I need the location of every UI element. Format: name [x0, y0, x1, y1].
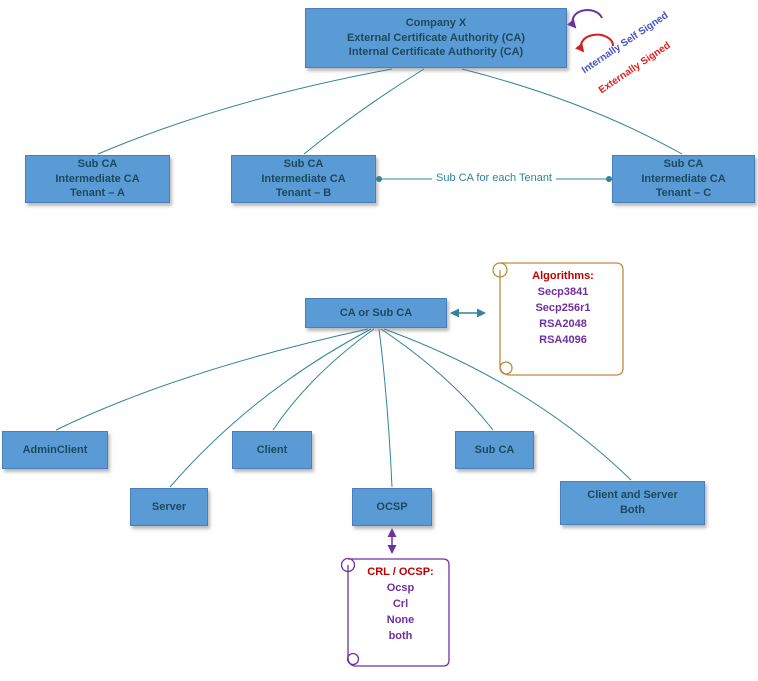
crl-ocsp-title: CRL / OCSP: — [367, 566, 434, 578]
tenant-connector-label: Sub CA for each Tenant — [432, 172, 556, 184]
tenant-b-box: Sub CA Intermediate CA Tenant – B — [231, 155, 376, 203]
ocsp-label: OCSP — [376, 500, 408, 513]
algorithm-item: RSA2048 — [539, 318, 587, 330]
ocsp-box: OCSP — [352, 488, 432, 526]
tenant-c-line-2: Intermediate CA — [641, 172, 726, 185]
root-ca-line-2: External Certificate Authority (CA) — [346, 31, 526, 44]
crl-item: None — [386, 614, 415, 626]
scroll-shape-icon — [340, 557, 450, 667]
algorithm-item: RSA4096 — [539, 334, 587, 346]
client-and-server-both-box: Client and Server Both — [560, 481, 705, 525]
client-label: Client — [256, 443, 288, 456]
both-line-1: Client and Server — [587, 489, 678, 502]
ca-or-subca-box: CA or Sub CA — [305, 298, 447, 328]
ca-or-subca-label: CA or Sub CA — [339, 306, 413, 319]
algorithm-item: Secp256r1 — [535, 302, 591, 314]
externally-signed-loop-arrow — [575, 33, 615, 53]
client-box: Client — [232, 431, 312, 469]
self-signed-loops — [566, 9, 615, 53]
algorithms-scroll: Algorithms: Secp3841 Secp256r1 RSA2048 R… — [487, 258, 629, 380]
crl-item: Crl — [392, 598, 409, 610]
internally-self-signed-loop-arrow — [566, 9, 603, 29]
tenant-b-line-3: Tenant – B — [275, 187, 332, 200]
subca-label: Sub CA — [474, 443, 515, 456]
root-ca-line-1: Company X — [405, 16, 467, 29]
both-line-2: Both — [619, 504, 646, 516]
tenant-a-line-1: Sub CA — [77, 157, 118, 170]
tenant-c-box: Sub CA Intermediate CA Tenant – C — [612, 155, 755, 203]
tenant-c-line-1: Sub CA — [663, 157, 704, 170]
server-box: Server — [130, 488, 208, 526]
adminclient-box: AdminClient — [2, 431, 108, 469]
subca-box: Sub CA — [455, 431, 534, 469]
tenant-a-box: Sub CA Intermediate CA Tenant – A — [25, 155, 170, 203]
root-to-tenant-connectors — [97, 68, 683, 155]
tenant-c-line-3: Tenant – C — [655, 187, 712, 200]
crl-item: both — [388, 630, 413, 642]
root-ca-line-3: Internal Certificate Authority (CA) — [348, 46, 524, 59]
algorithms-title: Algorithms: — [532, 270, 594, 282]
adminclient-label: AdminClient — [22, 443, 88, 456]
ocsp-to-crl-arrow — [387, 528, 397, 554]
ca-to-algorithms-arrow — [450, 308, 486, 318]
ca-fanout-connectors — [55, 328, 632, 488]
crl-ocsp-scroll: CRL / OCSP: Ocsp Crl None both — [336, 554, 455, 672]
tenant-a-line-3: Tenant – A — [69, 187, 125, 200]
root-ca-box: Company X External Certificate Authority… — [305, 8, 567, 68]
tenant-a-line-2: Intermediate CA — [55, 172, 140, 185]
tenant-b-line-2: Intermediate CA — [261, 172, 346, 185]
scroll-shape-icon — [492, 262, 624, 376]
server-label: Server — [151, 500, 187, 513]
tenant-b-line-1: Sub CA — [283, 157, 324, 170]
algorithm-item: Secp3841 — [537, 286, 589, 298]
crl-item: Ocsp — [386, 582, 415, 594]
